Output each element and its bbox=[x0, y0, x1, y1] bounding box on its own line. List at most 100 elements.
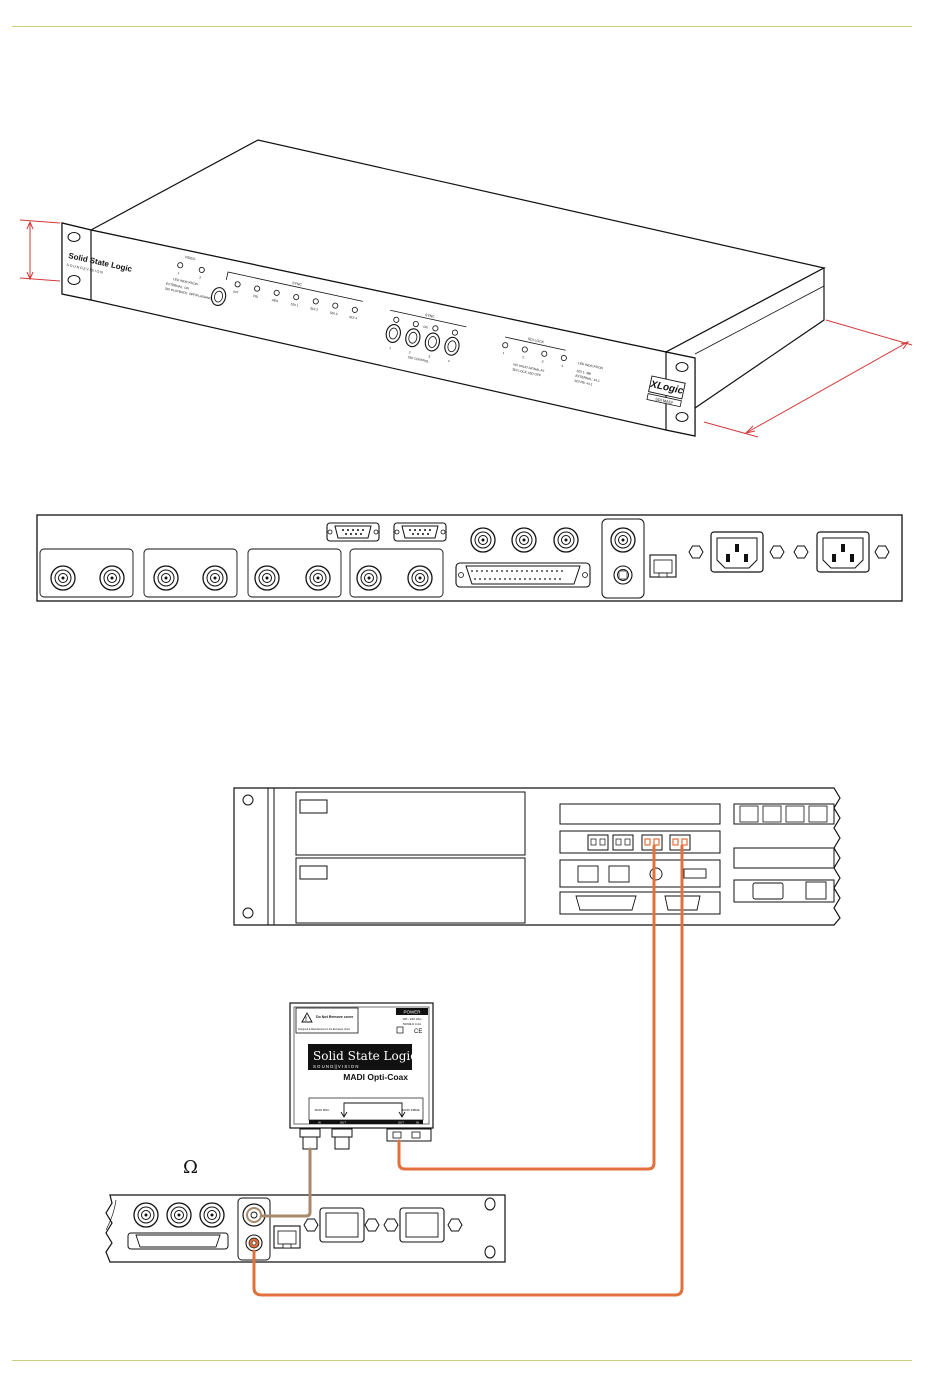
detail-dsub37[interactable] bbox=[127, 1232, 229, 1250]
depth-dimension bbox=[703, 319, 913, 438]
detail-bnc-3[interactable] bbox=[199, 1202, 225, 1228]
sdi-lock-label-4: 4 bbox=[561, 364, 564, 368]
io-label-2: OUT bbox=[340, 1121, 346, 1125]
sdi-lock-label-3: 3 bbox=[541, 359, 544, 363]
rear-dsub9-2[interactable] bbox=[393, 522, 447, 542]
ce-mark: CE bbox=[414, 1029, 422, 1035]
sdi-lock-label-2: 2 bbox=[522, 355, 525, 359]
double-insulation-icon bbox=[396, 1026, 404, 1034]
sync-heading: SYNC bbox=[292, 281, 303, 287]
xlogic-unit-perspective: Solid State Logic S O U N D || V I S I O… bbox=[19, 139, 913, 438]
detail-power-inlet-2[interactable] bbox=[399, 1207, 445, 1243]
warning-subtext: Designed & Manufactured in the European … bbox=[298, 1028, 351, 1031]
power-label: POWER bbox=[403, 1010, 421, 1015]
rear-bnc-5[interactable] bbox=[254, 565, 280, 591]
detail-bnc-1[interactable] bbox=[133, 1202, 159, 1228]
height-dimension bbox=[19, 219, 61, 282]
coax-cable bbox=[261, 1147, 312, 1218]
detail-screw-2 bbox=[364, 1218, 380, 1232]
video-legend-1: LED INDICATION bbox=[173, 277, 199, 286]
sdi-lock-group: SDI LOCK 1 2 3 4 NO VALID SIGNAL AT SDI … bbox=[501, 336, 568, 377]
sync-label-sdi2: SDI 2 bbox=[310, 306, 319, 312]
io-label-3: OUT bbox=[398, 1121, 404, 1125]
sdi-lock-heading: SDI LOCK bbox=[528, 337, 545, 345]
video-led-1-label: 1 bbox=[177, 271, 180, 275]
detail-madi-bnc[interactable] bbox=[242, 1203, 266, 1227]
video-led-2-label: 2 bbox=[199, 276, 202, 280]
sdi-lock-label-1: 1 bbox=[502, 351, 505, 355]
rear-bnc-4[interactable] bbox=[202, 565, 228, 591]
rear-screw-2 bbox=[769, 545, 785, 559]
rear-screw-1 bbox=[688, 545, 704, 559]
sync-label-sdi4: SDI 4 bbox=[349, 315, 358, 321]
sync-group: SYNC INT VID AES SDI 1 SDI 2 SDI 3 SDI 4 bbox=[209, 271, 363, 321]
rear-bnc-8[interactable] bbox=[407, 565, 433, 591]
rear-bnc-7[interactable] bbox=[356, 565, 382, 591]
port-label-fibre: MADI FIBRE bbox=[402, 1108, 419, 1112]
warning-exclaim: ! bbox=[305, 1017, 307, 1023]
xlogic-model-sub: SDI MADI bbox=[655, 396, 673, 405]
rack-madi-card bbox=[559, 830, 721, 854]
power-spec-2: 50/60Hz 0.2A bbox=[403, 1022, 421, 1026]
top-rule bbox=[12, 26, 912, 27]
sdi-control-label-1: 1 bbox=[389, 346, 392, 350]
sync-label-sdi1: SDI 1 bbox=[290, 302, 299, 308]
rear-bnc-6[interactable] bbox=[305, 565, 331, 591]
sdi-lock-legend-2: SDI LOCK LED OFF bbox=[512, 367, 541, 377]
detail-bnc-2[interactable] bbox=[166, 1202, 192, 1228]
detail-ethernet-port[interactable] bbox=[273, 1225, 301, 1249]
madi-box-brand: Solid State Logic bbox=[313, 1049, 417, 1063]
sdi-control-group: SYNC ON 1 2 3 4 SDI CONTROL bbox=[384, 309, 467, 364]
rear-dsub37[interactable] bbox=[455, 562, 591, 588]
rack-fibre-ports bbox=[587, 834, 691, 851]
led-indication-3: SDI PB: 44.1 bbox=[574, 379, 593, 387]
fibre-cable-2 bbox=[252, 844, 684, 1297]
sdi-lock-legend-1: NO VALID SIGNAL AT bbox=[513, 362, 545, 373]
rear-madi-bnc[interactable] bbox=[610, 527, 636, 553]
sync-label-aes: AES bbox=[271, 298, 278, 303]
madi-box-tagline: S O U N D || V I S I O N bbox=[313, 1064, 358, 1069]
io-label-1: IN bbox=[318, 1121, 321, 1125]
madi-box-product: MADI Opti-Coax bbox=[343, 1072, 408, 1082]
led-indication-2: EXTERNAL: 44.1 bbox=[575, 374, 600, 383]
sdi-control-on: ON bbox=[423, 325, 429, 330]
sync-label-sdi3: SDI 3 bbox=[329, 311, 338, 317]
led-indication-legend: LED INDICATION SDI 1: 48k EXTERNAL: 44.1… bbox=[574, 361, 604, 387]
warning-text: Do Not Remove cover bbox=[316, 1015, 354, 1019]
ssl-brand-band bbox=[308, 1044, 412, 1070]
front-brand-tagline: S O U N D || V I S I O N bbox=[66, 263, 103, 275]
warning-triangle-icon bbox=[301, 1012, 313, 1023]
led-indication-1: SDI 1: 48k bbox=[576, 369, 592, 376]
xlogic-rear-detail bbox=[105, 1194, 506, 1263]
cables bbox=[252, 844, 684, 1297]
rear-bnc-11[interactable] bbox=[553, 527, 579, 553]
rear-bnc-3[interactable] bbox=[153, 565, 179, 591]
rear-bnc-9[interactable] bbox=[470, 527, 496, 553]
video-heading: VIDEO bbox=[184, 255, 196, 261]
rear-dsub9-1[interactable] bbox=[326, 522, 380, 542]
detail-screw-4 bbox=[447, 1218, 463, 1232]
sdi-control-label-3: 3 bbox=[428, 355, 431, 359]
detail-screw-1 bbox=[303, 1218, 319, 1232]
madi-box-bnc-out[interactable] bbox=[331, 1128, 353, 1150]
rear-madi-fibre[interactable] bbox=[613, 565, 633, 585]
sdi-control-sub: SDI CONTROL bbox=[407, 355, 429, 364]
detail-power-inlet-1[interactable] bbox=[319, 1207, 365, 1243]
bottom-rule bbox=[12, 1360, 912, 1361]
rear-bnc-1[interactable] bbox=[50, 565, 76, 591]
madi-box-bnc-in[interactable] bbox=[299, 1128, 321, 1150]
detail-madi-fibre[interactable] bbox=[245, 1234, 263, 1252]
port-label-bnc: MADI BNC bbox=[315, 1108, 331, 1112]
rear-bnc-10[interactable] bbox=[511, 527, 537, 553]
rack-card-1 bbox=[295, 791, 526, 856]
rear-power-inlet-2[interactable] bbox=[816, 531, 870, 573]
rear-ethernet-port[interactable] bbox=[649, 554, 677, 578]
rear-screw-3 bbox=[793, 545, 809, 559]
rear-bnc-2[interactable] bbox=[99, 565, 125, 591]
detail-screw-3 bbox=[383, 1218, 399, 1232]
madi-opti-coax-box: ! Do Not Remove cover Designed & Manufac… bbox=[289, 1002, 434, 1150]
sync-label-vid: VID bbox=[252, 294, 259, 299]
rear-power-inlet-1[interactable] bbox=[710, 531, 764, 573]
madi-box-fibre-port[interactable] bbox=[386, 1128, 432, 1142]
